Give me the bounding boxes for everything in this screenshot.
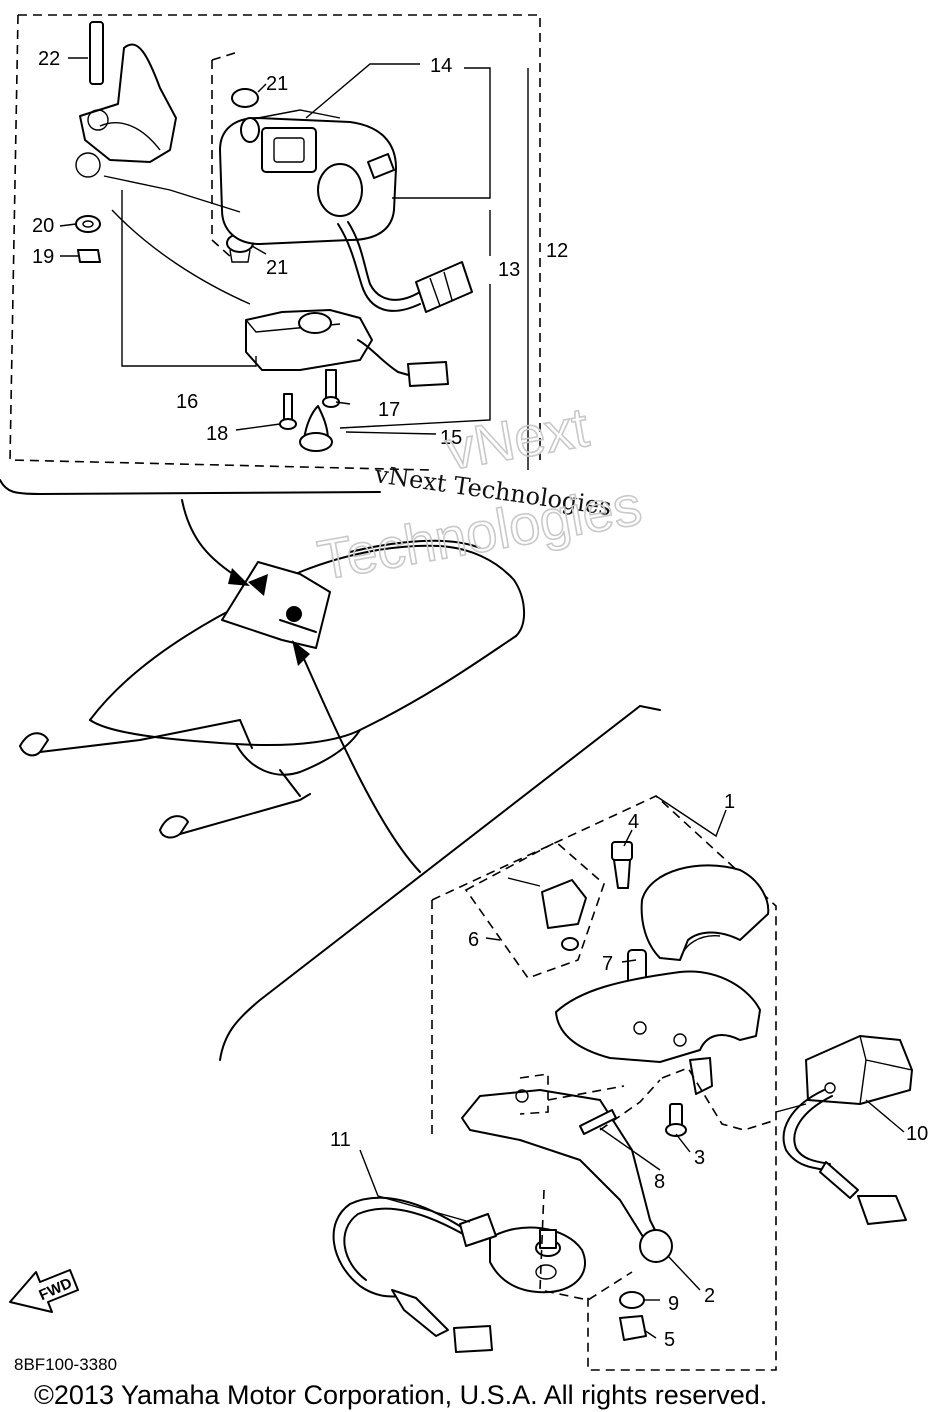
callout-13: 13 [498, 259, 520, 281]
throttle-bracket [75, 21, 177, 178]
callout-11: 11 [330, 1129, 351, 1151]
callout-5: 5 [664, 1329, 675, 1351]
callout-8: 8 [654, 1171, 665, 1193]
throttle-assembly [332, 841, 913, 1353]
callout-labels: 22 21 14 20 19 21 12 13 16 17 18 15 1 4 … [32, 48, 928, 1351]
fwd-arrow-icon: FWD [9, 1269, 79, 1313]
callout-7: 7 [602, 953, 613, 975]
lower-leaders [359, 795, 905, 1339]
control-box-harness [337, 221, 473, 313]
callout-21-top: 21 [266, 73, 288, 95]
callout-9: 9 [668, 1293, 679, 1315]
callout-3: 3 [694, 1147, 705, 1169]
callout-14: 14 [430, 55, 452, 77]
switch-housing [245, 309, 449, 387]
watermark: vNext Technologies vNext Technologies [312, 394, 646, 593]
callout-10: 10 [906, 1123, 928, 1145]
callout-21-bottom: 21 [266, 257, 288, 279]
callout-6: 6 [468, 929, 479, 951]
screws [279, 369, 340, 452]
callout-20: 20 [32, 215, 54, 237]
callout-2: 2 [704, 1285, 715, 1307]
upper-leaders [59, 57, 529, 470]
callout-17: 17 [378, 399, 400, 421]
callout-22: 22 [38, 48, 60, 70]
callout-16: 16 [176, 391, 198, 413]
callout-15: 15 [440, 427, 462, 449]
callout-1: 1 [724, 791, 735, 813]
callout-19: 19 [32, 246, 54, 268]
copyright-notice: ©2013 Yamaha Motor Corporation, U.S.A. A… [34, 1380, 767, 1410]
callout-18: 18 [206, 423, 228, 445]
snowmobile-outline [19, 539, 526, 839]
lower-inset-frame [219, 705, 777, 1371]
callout-4: 4 [628, 811, 639, 833]
upper-inset-frame [0, 14, 541, 495]
control-box [219, 109, 397, 245]
diagram-part-code: 8BF100-3380 [14, 1355, 117, 1374]
callout-12: 12 [546, 240, 568, 262]
watermark-vnext: vNext [441, 395, 593, 482]
pointer-arrows [181, 499, 421, 873]
